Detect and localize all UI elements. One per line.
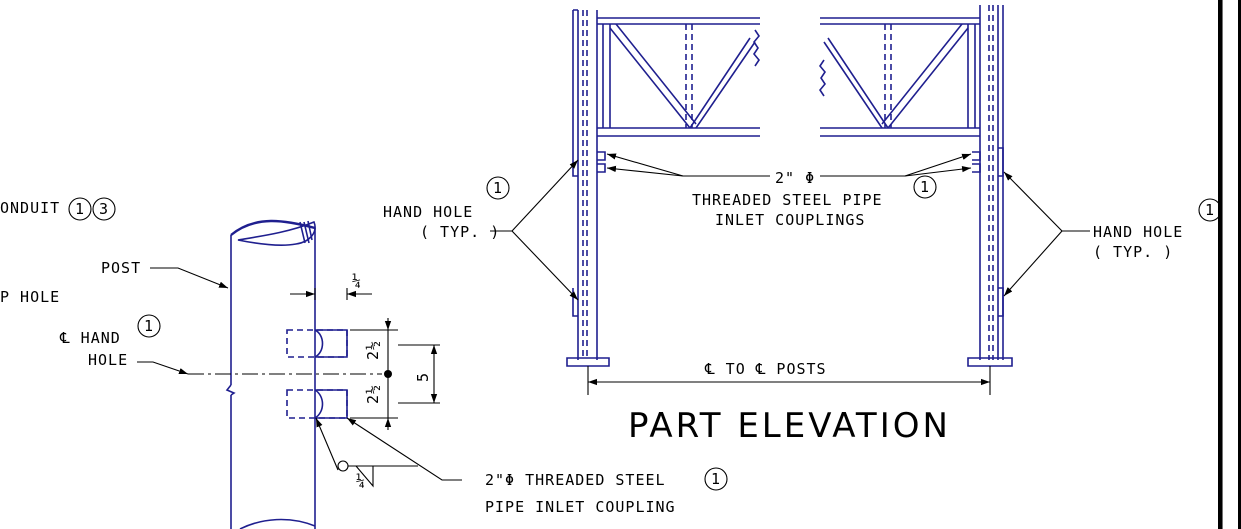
- hole-label: P HOLE: [0, 288, 60, 306]
- hand-hole-right-label: HAND HOLE: [1093, 223, 1183, 241]
- dim-5: 5: [414, 372, 432, 382]
- pipe-line1-label: THREADED STEEL PIPE: [692, 191, 883, 209]
- coupling-note: 1: [711, 470, 721, 488]
- drawing-border-inner: [1222, 0, 1238, 529]
- conduit-note-3: 3: [99, 200, 109, 218]
- hand-hole-right-note: 1: [1205, 201, 1215, 219]
- typ-right-label: ( TYP. ): [1093, 243, 1173, 261]
- left-post-detail: [137, 219, 462, 529]
- conduit-note-1: 1: [75, 200, 85, 218]
- part-elevation: [511, 5, 1063, 395]
- dim-2half-a: 2½: [364, 340, 382, 360]
- pipe-size-label: 2" Φ: [775, 169, 815, 187]
- coupling-line2: PIPE INLET COUPLING: [485, 498, 676, 516]
- pipe-line2-label: INLET COUPLINGS: [715, 211, 865, 229]
- conduit-note-1-circle: [68, 197, 92, 221]
- dim-2half-b: 2½: [364, 384, 382, 404]
- dim-quarter-top: ¼: [352, 272, 362, 290]
- cl-hand-note-circle: [137, 314, 161, 338]
- cl-hand-note: 1: [144, 317, 154, 335]
- conduit-label: ONDUIT: [0, 199, 60, 217]
- coupling-note-circle: [704, 467, 728, 491]
- cl-hand-label: ℄ HAND: [59, 329, 121, 347]
- hole-label-2: HOLE: [88, 351, 128, 369]
- pipe-note: 1: [920, 178, 930, 196]
- post-label: POST: [101, 259, 141, 277]
- cl-posts-label: ℄ TO ℄ POSTS: [704, 360, 827, 378]
- pipe-note-circle: [913, 175, 937, 199]
- hand-hole-right-note-circle: [1198, 198, 1222, 222]
- hand-hole-left-note-circle: [486, 176, 510, 200]
- hand-hole-left-note: 1: [493, 179, 503, 197]
- hand-hole-left-label: HAND HOLE: [383, 203, 473, 221]
- elevation-title: PART ELEVATION: [628, 406, 951, 446]
- coupling-line1: 2"Φ THREADED STEEL: [485, 471, 666, 489]
- weld-quarter: ¼: [356, 472, 366, 490]
- conduit-note-3-circle: [92, 197, 116, 221]
- typ-left-label: ( TYP. ): [420, 223, 500, 241]
